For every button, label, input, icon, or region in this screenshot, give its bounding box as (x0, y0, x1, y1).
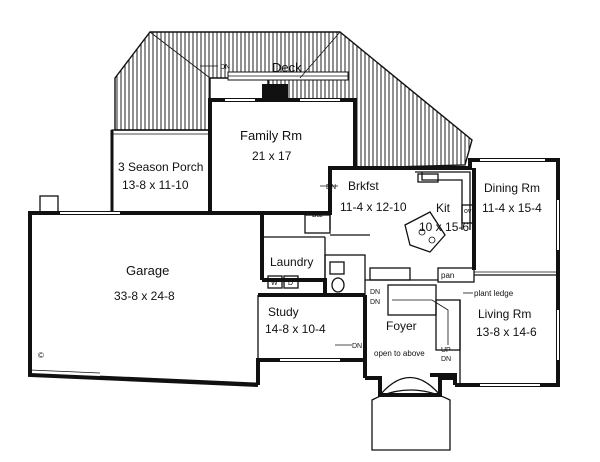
family-room-dims: 21 x 17 (252, 149, 292, 163)
study-dn-mark: DN (352, 343, 362, 350)
copyright-mark: © (38, 351, 44, 360)
windows (60, 99, 559, 386)
living-dn-mark: DN (441, 356, 451, 363)
foyer-dn-mark-2: DN (370, 299, 380, 306)
garage-dims: 33-8 x 24-8 (114, 289, 175, 303)
garage-label: Garage (126, 263, 169, 278)
deck-label: Deck (272, 60, 302, 75)
dryer-label: D (288, 280, 293, 287)
interior-walls (257, 166, 558, 385)
family-room-label: Family Rm (240, 128, 302, 143)
garage-details (29, 195, 259, 386)
fireplace (262, 84, 288, 100)
foyer-dn-mark-1: DN (370, 289, 380, 296)
porch-label: 3 Season Porch (118, 160, 203, 174)
living-up-mark: UP (441, 347, 451, 354)
pantry-label: pan (441, 271, 454, 280)
open-to-above-label: open to above (374, 349, 425, 358)
deck-dn-mark: DN (220, 64, 230, 71)
kitchen-dims: 10 x 15-6 (419, 220, 469, 234)
dining-room-label: Dining Rm (484, 181, 540, 195)
brkfst-dn-mark: DN (326, 184, 336, 191)
foyer-label: Foyer (386, 319, 417, 333)
living-room-dims: 13-8 x 14-6 (476, 325, 537, 339)
bar-label: bar (312, 210, 324, 219)
stair-arrows: DN DN DN DN DN UP DN (200, 64, 451, 363)
living-room-label: Living Rm (478, 307, 531, 321)
porch-dims: 13-8 x 11-10 (122, 178, 189, 192)
main-stairs (387, 284, 461, 351)
annotations: bar ov pan plant ledge open to above W D… (38, 208, 514, 360)
plant-ledge-label: plant ledge (474, 289, 514, 298)
laundry-label: Laundry (270, 255, 313, 269)
deck-steps (227, 71, 349, 81)
dining-room-dims: 11-4 x 15-4 (482, 201, 542, 215)
front-entry (365, 376, 457, 451)
room-labels: Deck Family Rm 21 x 17 3 Season Porch 13… (114, 60, 542, 339)
breakfast-label: Brkfst (348, 179, 379, 193)
breakfast-dims: 11-4 x 12-10 (340, 200, 407, 214)
washer-label: W (271, 280, 278, 287)
study-label: Study (268, 305, 299, 319)
oven-label: ov (464, 208, 472, 215)
kitchen-label: Kit (436, 201, 451, 215)
study-dims: 14-8 x 10-4 (265, 322, 326, 336)
